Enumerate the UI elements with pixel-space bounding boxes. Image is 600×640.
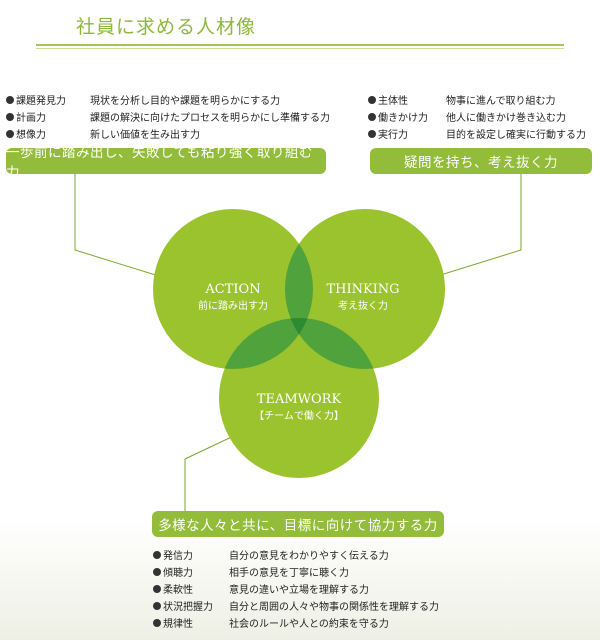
bullet-icon (153, 550, 161, 559)
skill-name: 課題発見力 (16, 96, 66, 107)
bullet-icon (153, 618, 161, 627)
thinking-subtitle: 考え抜く力 (338, 299, 388, 312)
skill-desc: 自分と周囲の人々や物事の関係性を理解する力 (229, 602, 439, 613)
list-item: 課題発見力 現状を分析し目的や課題を明らかにする力 (6, 91, 330, 108)
page-title: 社員に求める人材像 (76, 16, 257, 38)
skill-desc: 目的を設定し確実に行動する力 (446, 130, 586, 141)
overlap-thinking-teamwork (285, 318, 379, 369)
action-connector-line (74, 174, 179, 283)
bullet-icon (153, 567, 161, 576)
bullet-icon (153, 584, 161, 593)
list-item: 実行力 目的を設定し確実に行動する力 (368, 125, 586, 142)
title-divider-thin (36, 48, 564, 49)
list-item: 働きかけ力 他人に働きかけ巻き込む力 (368, 108, 586, 125)
list-item: 計画力 課題の解決に向けたプロセスを明らかにし準備する力 (6, 108, 330, 125)
bullet-icon (6, 95, 14, 104)
action-subtitle: 前に踏み出す力 (198, 299, 268, 312)
bullet-icon (153, 601, 161, 610)
skill-desc: 物事に進んで取り組む力 (446, 96, 556, 107)
skill-name: 規律性 (163, 619, 193, 630)
action-banner: 一歩前に踏み出し、失敗しても粘り強く取り組む力 (6, 145, 326, 181)
skill-name: 柔軟性 (163, 585, 193, 596)
thinking-connector-line (417, 174, 522, 283)
skill-name: 働きかけ力 (378, 113, 428, 124)
thinking-skill-list: 主体性 物事に進んで取り組む力 働きかけ力 他人に働きかけ巻き込む力 実行力 目… (368, 91, 586, 142)
skill-desc: 相手の意見を丁寧に聴く力 (229, 568, 349, 579)
thinking-banner: 疑問を持ち、考え抜く力 (370, 148, 592, 174)
skill-name: 計画力 (16, 113, 46, 124)
thinking-title: THINKING (326, 282, 399, 297)
overlap-action-teamwork (219, 318, 313, 369)
skill-name: 実行力 (378, 130, 408, 141)
bottom-gradient (0, 520, 600, 640)
skill-desc: 自分の意見をわかりやすく伝える力 (229, 551, 389, 562)
teamwork-banner: 多様な人々と共に、目標に向けて協力する力 (152, 511, 444, 537)
list-item: 状況把握力 自分と周囲の人々や物事の関係性を理解する力 (153, 597, 439, 614)
teamwork-connector-line (184, 431, 243, 514)
teamwork-title: TEAMWORK (257, 392, 342, 407)
list-item: 傾聴力 相手の意見を丁寧に聴く力 (153, 563, 439, 580)
teamwork-subtitle: 【チームで働く力】 (254, 409, 344, 422)
action-skill-list: 課題発見力 現状を分析し目的や課題を明らかにする力 計画力 課題の解決に向けたプ… (6, 91, 330, 142)
title-divider (36, 44, 564, 46)
bullet-icon (368, 95, 376, 104)
bullet-icon (6, 112, 14, 121)
skill-desc: 新しい価値を生み出す力 (90, 130, 200, 141)
bullet-icon (6, 129, 14, 138)
list-item: 想像力 新しい価値を生み出す力 (6, 125, 330, 142)
skill-name: 発信力 (163, 551, 193, 562)
bullet-icon (368, 112, 376, 121)
skill-name: 傾聴力 (163, 568, 193, 579)
list-item: 主体性 物事に進んで取り組む力 (368, 91, 586, 108)
skill-name: 主体性 (378, 96, 408, 107)
list-item: 規律性 社会のルールや人との約束を守る力 (153, 614, 439, 631)
skill-desc: 現状を分析し目的や課題を明らかにする力 (90, 96, 281, 107)
skill-desc: 課題の解決に向けたプロセスを明らかにし準備する力 (90, 113, 330, 124)
skill-name: 想像力 (16, 130, 46, 141)
skill-desc: 社会のルールや人との約束を守る力 (229, 619, 389, 630)
bullet-icon (368, 129, 376, 138)
teamwork-skill-list: 発信力 自分の意見をわかりやすく伝える力 傾聴力 相手の意見を丁寧に聴く力 柔軟… (153, 546, 439, 631)
list-item: 柔軟性 意見の違いや立場を理解する力 (153, 580, 439, 597)
skill-desc: 他人に働きかけ巻き込む力 (446, 113, 566, 124)
skill-desc: 意見の違いや立場を理解する力 (229, 585, 369, 596)
action-title: ACTION (204, 282, 260, 297)
list-item: 発信力 自分の意見をわかりやすく伝える力 (153, 546, 439, 563)
skill-name: 状況把握力 (163, 602, 213, 613)
